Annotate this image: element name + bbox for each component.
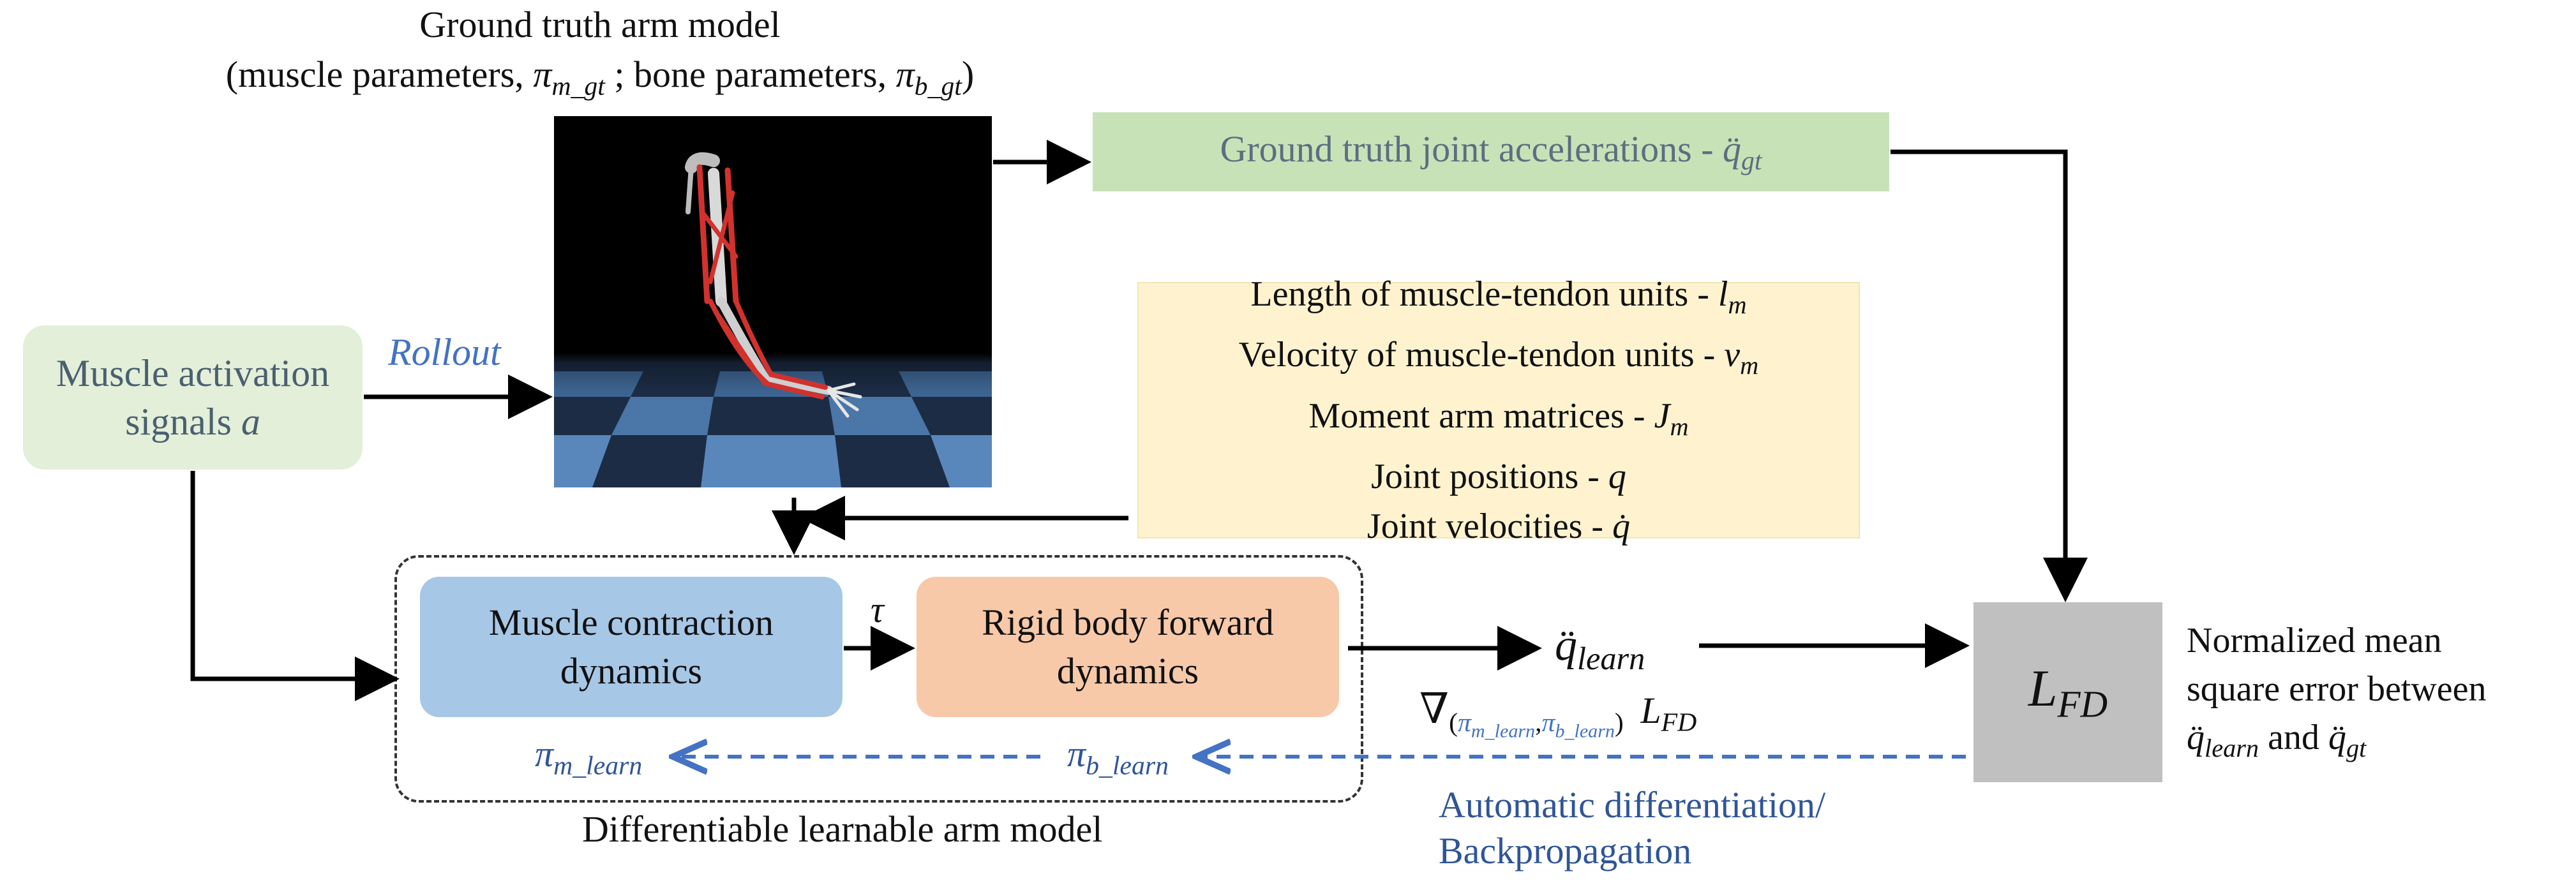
pi-m-learn-label: πm_learn: [535, 733, 643, 781]
input-row-joint-velocities: Joint velocities - q̇: [1367, 506, 1631, 546]
input-row-length: Length of muscle-tendon units - lm: [1250, 274, 1747, 320]
q-learn-label: q̈learn: [1555, 621, 1645, 676]
muscle-activation-line1: Muscle activation: [56, 352, 330, 394]
arm-model-render-image: [554, 116, 992, 487]
gt-accel-var: q̈: [1723, 128, 1742, 170]
torque-label: τ: [871, 589, 884, 630]
rollout-label: Rollout: [388, 331, 501, 373]
arm-muscles: [696, 164, 828, 399]
gt-accel-label: Ground truth joint accelerations -: [1220, 128, 1723, 170]
pi-b-learn-label: πb_learn: [1067, 733, 1169, 781]
loss-box: LFD: [1973, 602, 2162, 782]
input-row-moment-arm: Moment arm matrices - Jm: [1308, 396, 1689, 441]
muscle-contraction-box: Muscle contraction dynamics: [420, 577, 842, 717]
loss-description: Normalized mean square error between q̈l…: [2187, 621, 2487, 763]
gt-joint-accelerations-box: Ground truth joint accelerations - q̈gt: [1093, 112, 1889, 191]
muscle-activation-box: Muscle activation signals a: [23, 325, 363, 470]
gradient-expression: ∇(πm_learn,πb_learn) LFD: [1419, 686, 1697, 741]
arrow-activation-to-model: [190, 471, 400, 701]
rigid-body-dynamics-box: Rigid body forward dynamics: [917, 577, 1339, 717]
arm-skeleton: [685, 152, 862, 418]
input-row-velocity: Velocity of muscle-tendon units - vm: [1238, 335, 1759, 380]
autodiff-label: Automatic differentiation/ Backpropagati…: [1439, 784, 1826, 872]
gt-arm-title-line1: Ground truth arm model: [419, 4, 781, 45]
learnable-arm-model-label: Differentiable learnable arm model: [582, 808, 1103, 850]
arm-render-svg: [554, 152, 992, 487]
kinematic-inputs-box: Length of muscle-tendon units - lm Veloc…: [1137, 274, 1860, 546]
arrow-gt-to-loss: [1891, 149, 2088, 602]
input-row-joint-positions: Joint positions - q: [1371, 456, 1626, 496]
